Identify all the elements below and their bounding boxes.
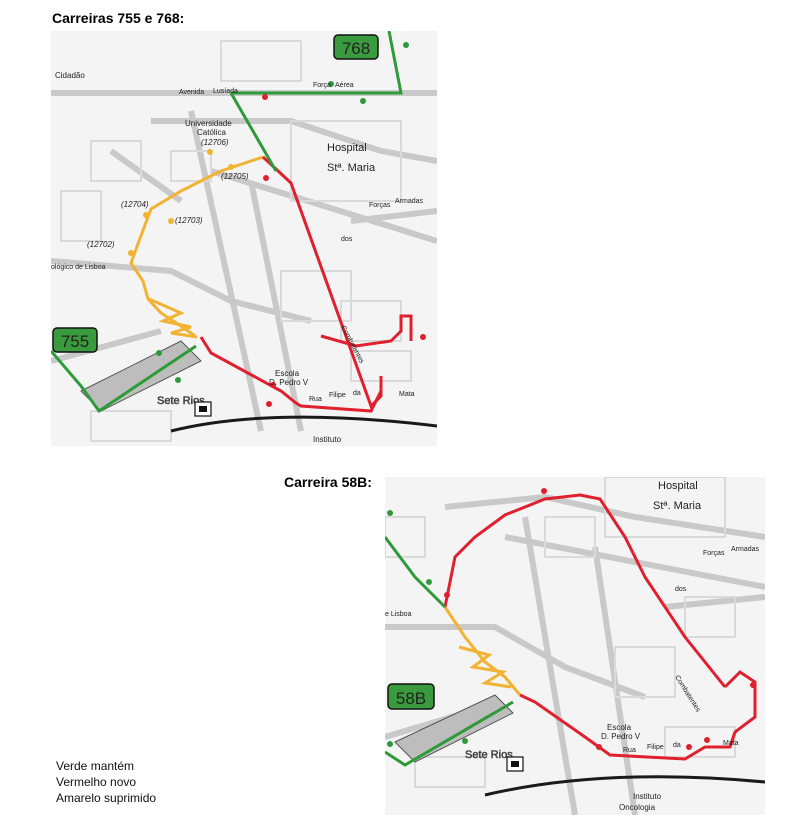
label-armadas-top: Armadas [395,198,424,205]
label-hospital-bottom: Hospital [658,480,698,492]
legend-green: Verde mantém [56,759,135,773]
label-lisboa-top: ológico de Lisboa [51,264,106,271]
label-cidadao: Cidadão [55,71,85,80]
label-forca: Força [313,82,331,89]
label-escola-bottom: Escola [607,723,632,732]
label-dos-bottom: dos [675,586,687,593]
route-yellow-suppressed-top [129,155,264,339]
railway-line-bottom [484,775,765,797]
label-sete-rios-top: Sete Rios [157,395,205,407]
streets-bottom [385,493,765,815]
badge-58b: 58B [387,683,435,710]
stop-dots-bottom [387,488,756,750]
map-top-svg: Cidadão Universidade Católica Hospital S… [51,31,437,444]
stop-code-12704: (12704) [121,200,149,209]
train-station-icon-top [194,401,212,417]
route-red-new-top [199,155,413,413]
badge-755-text: 755 [61,332,89,351]
label-rua-bottom: Rua [623,747,636,754]
badge-58b-text: 58B [396,689,426,708]
label-escola-top: Escola [275,369,300,378]
label-armadas-bottom: Armadas [731,546,760,553]
label-santa-maria-top: Stª. Maria [327,162,376,174]
badge-755: 755 [52,327,98,353]
label-rua-top: Rua [309,396,322,403]
railway-line-top [170,415,437,433]
label-da-top: da [353,390,361,397]
label-forcas-top: Forças [369,202,391,209]
stop-code-12703: (12703) [175,216,203,225]
title-routes-755-768: Carreiras 755 e 768: [52,10,185,26]
label-filipe-top: Filipe [329,392,346,399]
badge-768-text: 768 [342,39,370,58]
label-mata-top: Mata [399,391,415,398]
label-catolica: Católica [197,128,226,137]
map-routes-755-768: Cidadão Universidade Católica Hospital S… [51,31,437,446]
badge-768: 768 [333,34,379,60]
label-mata-bottom: Mata [723,740,739,747]
label-aerea: Aérea [335,82,354,89]
legend: Verde mantém Vermelho novo Amarelo supri… [56,758,156,806]
label-oncologia: Oncologia [619,803,656,812]
label-da-bottom: da [673,742,681,749]
stop-code-12705: (12705) [221,172,249,181]
route-green-maintained-top [51,31,403,414]
title-route-58b: Carreira 58B: [284,474,372,490]
label-pedro-v-top: D. Pedro V [269,378,309,387]
route-green-maintained-bottom [385,536,514,767]
map-route-58b: Hospital Stª. Maria Escola D. Pedro V Se… [385,477,765,815]
legend-red: Vermelho novo [56,775,137,789]
label-santa-maria-bottom: Stª. Maria [653,500,702,512]
legend-yellow: Amarelo suprimido [56,791,157,805]
label-instituto-bottom: Instituto [633,792,662,801]
stop-code-12706: (12706) [201,138,229,147]
label-lisboa-bottom: e Lisboa [385,611,412,618]
stop-code-12702: (12702) [87,240,115,249]
label-combatentes-bottom: Combatentes [673,674,701,713]
label-sete-rios-bottom: Sete Rios [465,749,513,761]
station-hatch-bottom [394,694,514,763]
train-station-icon-bottom [506,756,524,772]
label-pedro-v-bottom: D. Pedro V [601,732,641,741]
stop-dots-top [128,42,426,407]
label-hospital-top: Hospital [327,142,367,154]
map-bottom-svg: Hospital Stª. Maria Escola D. Pedro V Se… [385,477,765,815]
label-filipe-bottom: Filipe [647,744,664,751]
label-instituto-top: Instituto [313,435,342,444]
route-yellow-suppressed-bottom [443,606,522,696]
route-red-new-bottom [443,493,757,761]
label-avenida: Avenida [179,89,204,96]
label-dos-top: dos [341,236,353,243]
label-universidade: Universidade [185,119,232,128]
label-forcas-bottom: Forças [703,550,725,557]
label-lusiada: Lusíada [213,88,238,95]
